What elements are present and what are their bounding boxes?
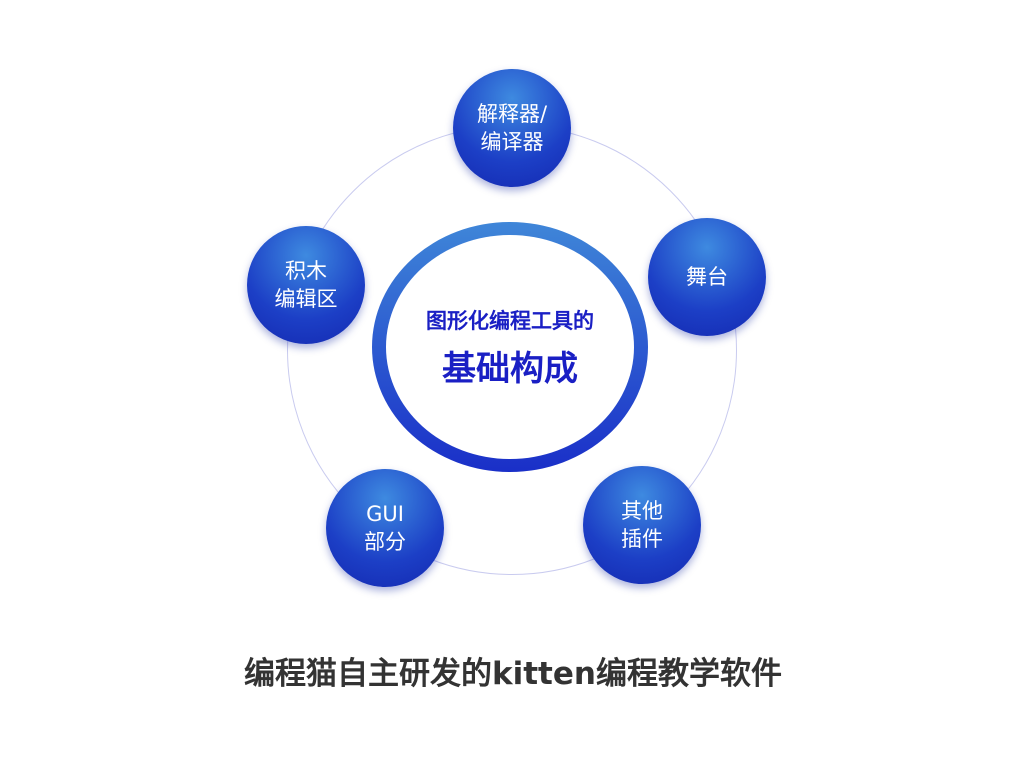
node-interpreter-compiler: 解释器/ 编译器: [453, 69, 571, 187]
node-label: 插件: [621, 527, 663, 551]
node-stage: 舞台: [648, 218, 766, 336]
node-label: 编译器: [480, 130, 544, 154]
node-label: GUI: [366, 501, 404, 526]
center-title-line2: 基础构成: [442, 348, 578, 389]
node-label: 积木: [285, 258, 327, 283]
node-gui: GUI 部分: [326, 469, 444, 587]
center-title-line1: 图形化编程工具的: [426, 308, 594, 333]
center-label: 图形化编程工具的 基础构成: [386, 235, 634, 459]
center-circle: 图形化编程工具的 基础构成: [372, 222, 648, 472]
node-label: 解释器/: [476, 101, 548, 126]
caption: 编程猫自主研发的kitten编程教学软件: [244, 656, 782, 692]
node-other-plugins: 其他 插件: [583, 466, 701, 584]
node-label: 部分: [364, 530, 406, 554]
node-label: 舞台: [686, 264, 728, 289]
node-label: 编辑区: [274, 287, 338, 311]
node-label: 其他: [621, 498, 663, 523]
node-block-editor: 积木 编辑区: [247, 226, 365, 344]
